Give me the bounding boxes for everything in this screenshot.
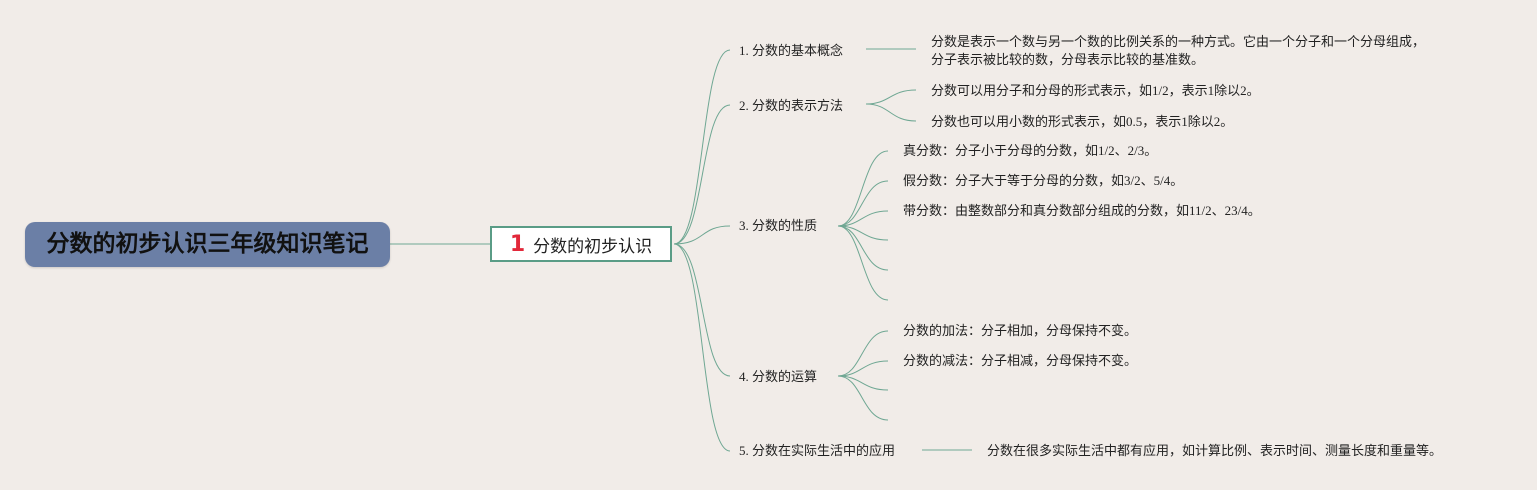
leaf-3-1[interactable]: 真分数：分子小于分母的分数，如1/2、2/3。 bbox=[903, 143, 1158, 158]
main-topic[interactable]: 1 分数的初步认识 bbox=[490, 226, 672, 262]
main-topic-label: 分数的初步认识 bbox=[533, 236, 653, 257]
branch-1-label[interactable]: 1. 分数的基本概念 bbox=[739, 43, 844, 58]
root-topic[interactable]: 分数的初步认识三年级知识笔记 bbox=[25, 222, 390, 267]
branch-5-label[interactable]: 5. 分数在实际生活中的应用 bbox=[739, 443, 896, 458]
branch-3-label[interactable]: 3. 分数的性质 bbox=[739, 218, 818, 233]
leaf-5-1[interactable]: 分数在很多实际生活中都有应用，如计算比例、表示时间、测量长度和重量等。 bbox=[987, 443, 1443, 458]
leaf-2-1[interactable]: 分数可以用分子和分母的形式表示，如1/2，表示1除以2。 bbox=[931, 83, 1260, 98]
leaf-3-3[interactable]: 带分数：由整数部分和真分数部分组成的分数，如11/2、23/4。 bbox=[903, 203, 1261, 218]
leaf-2-2[interactable]: 分数也可以用小数的形式表示，如0.5，表示1除以2。 bbox=[931, 114, 1234, 129]
leaf-1-1[interactable]: 分数是表示一个数与另一个数的比例关系的一种方式。它由一个分子和一个分母组成，分子… bbox=[931, 34, 1426, 67]
branch-4-label[interactable]: 4. 分数的运算 bbox=[739, 369, 818, 384]
branch-2-label[interactable]: 2. 分数的表示方法 bbox=[739, 98, 844, 113]
leaf-4-1[interactable]: 分数的加法：分子相加，分母保持不变。 bbox=[903, 323, 1138, 338]
leaf-3-2[interactable]: 假分数：分子大于等于分母的分数，如3/2、5/4。 bbox=[903, 173, 1184, 188]
topic-number-badge: 1 bbox=[509, 231, 526, 257]
leaf-4-2[interactable]: 分数的减法：分子相减，分母保持不变。 bbox=[903, 353, 1138, 368]
